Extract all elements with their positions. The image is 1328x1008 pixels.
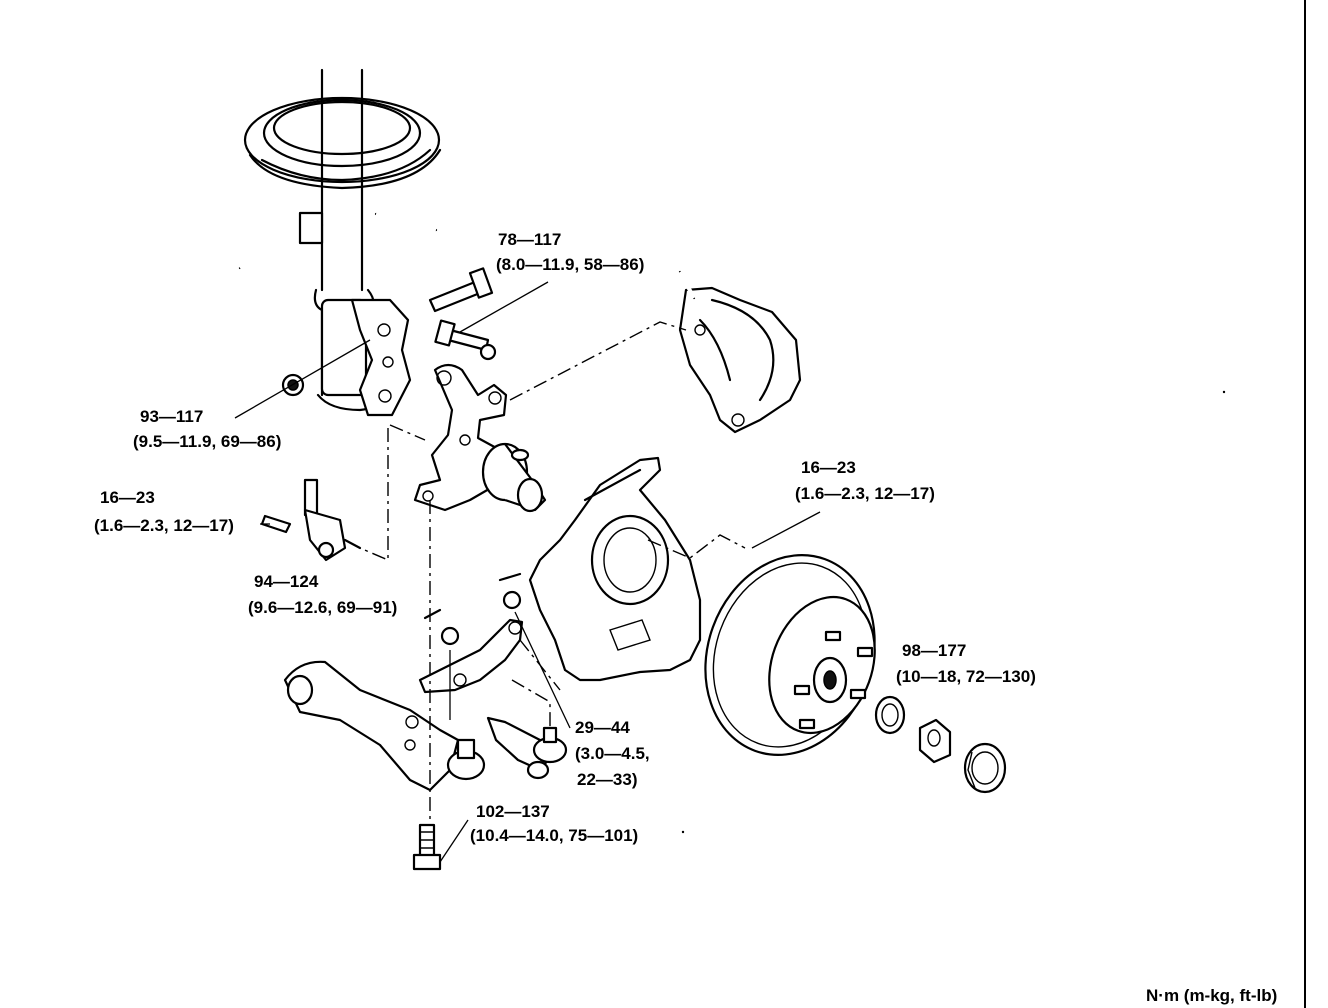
knuckle-arm [418,572,524,694]
tie-rod-end [486,716,568,780]
hub-bearing-nut-cap [874,695,1007,794]
dust-cover [528,456,702,682]
torque-detail-tie-rod-nut: (3.0—4.5, [575,744,650,763]
torque-detail-strut-knuckle-nuts: (9.5—11.9, 69—86) [133,432,282,451]
torque-range-ball-joint-bolt: 102—137 [476,802,550,821]
brake-rotor-hub [704,554,876,756]
strut-bolts [281,267,497,397]
lower-arm-bolt [412,823,442,871]
torque-range-hub-nut: 98—177 [902,641,967,660]
lower-control-arm [283,660,486,792]
torque-range-tie-rod-nut: 29—44 [575,718,630,737]
torque-range-dust-cover-bolt: 16—23 [801,458,856,477]
leader-lines [234,281,821,863]
torque-range-knuckle-arm-nut: 94—124 [254,572,319,591]
strut-spring-assembly [238,68,442,417]
torque-range-strut-knuckle-bolts: 78—117 [498,230,562,249]
abs-sensor [260,478,362,562]
torque-detail-hub-nut: (10—18, 72—130) [896,667,1036,686]
torque-detail-knuckle-arm-nut: (9.6—12.6, 69—91) [248,598,398,617]
torque-detail-strut-knuckle-bolts: (8.0—11.9, 58—86) [496,255,645,274]
scan-speck [1222,390,1226,394]
torque-detail-dust-cover-bolt: (1.6—2.3, 12—17) [795,484,935,503]
torque-range-strut-knuckle-nuts: 93—117 [140,407,204,426]
units-caption: N·m (m-kg, ft-lb) [1146,986,1278,1005]
brake-caliper [678,270,802,434]
steering-knuckle [413,363,547,513]
torque-detail-abs-sensor-bolt: (1.6—2.3, 12—17) [94,516,234,535]
torque-detail-ball-joint-bolt: (10.4—14.0, 75—101) [470,826,639,845]
torque-detail2-tie-rod-nut: 22—33) [577,770,638,789]
scan-speck [681,830,685,834]
torque-range-abs-sensor-bolt: 16—23 [100,488,155,507]
